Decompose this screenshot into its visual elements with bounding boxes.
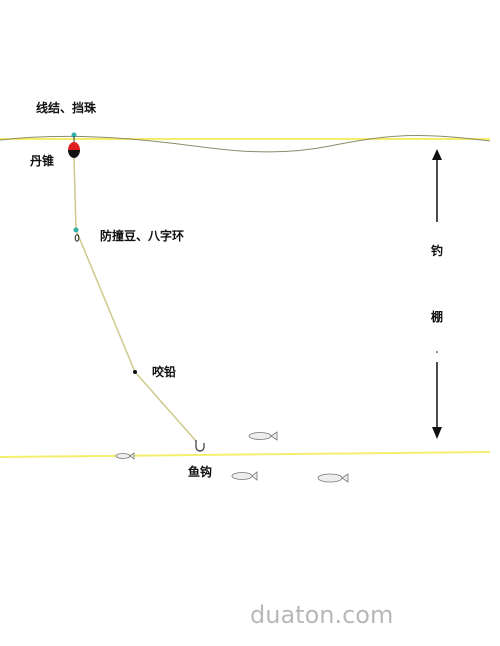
fish-icon xyxy=(115,452,135,460)
split-shot-label: 咬铅 xyxy=(152,365,177,379)
main-fishing-line xyxy=(73,157,197,442)
knot-bead-label: 线结、挡珠 xyxy=(36,101,97,115)
split-shot-icon xyxy=(133,370,137,374)
depth-label-1: 钓 xyxy=(431,244,444,258)
arrow-dot xyxy=(436,351,438,353)
float-label: 丹锥 xyxy=(30,154,55,168)
fish-icon xyxy=(248,431,278,441)
down-arrow-icon xyxy=(432,362,442,439)
watermark: duaton.com xyxy=(250,601,394,629)
hook-icon xyxy=(195,440,205,452)
fish-icon xyxy=(231,471,258,481)
swivel-icon xyxy=(73,227,80,242)
swivel-label: 防撞豆、八字环 xyxy=(100,229,185,243)
hook-label: 鱼钩 xyxy=(188,465,213,479)
up-arrow-icon xyxy=(432,149,442,222)
wave-line xyxy=(0,134,491,153)
bead-icon xyxy=(71,132,77,138)
bottom-line xyxy=(0,451,491,458)
depth-label-2: 棚 xyxy=(431,310,444,324)
fish-icon xyxy=(317,473,349,483)
float-icon xyxy=(68,136,80,158)
